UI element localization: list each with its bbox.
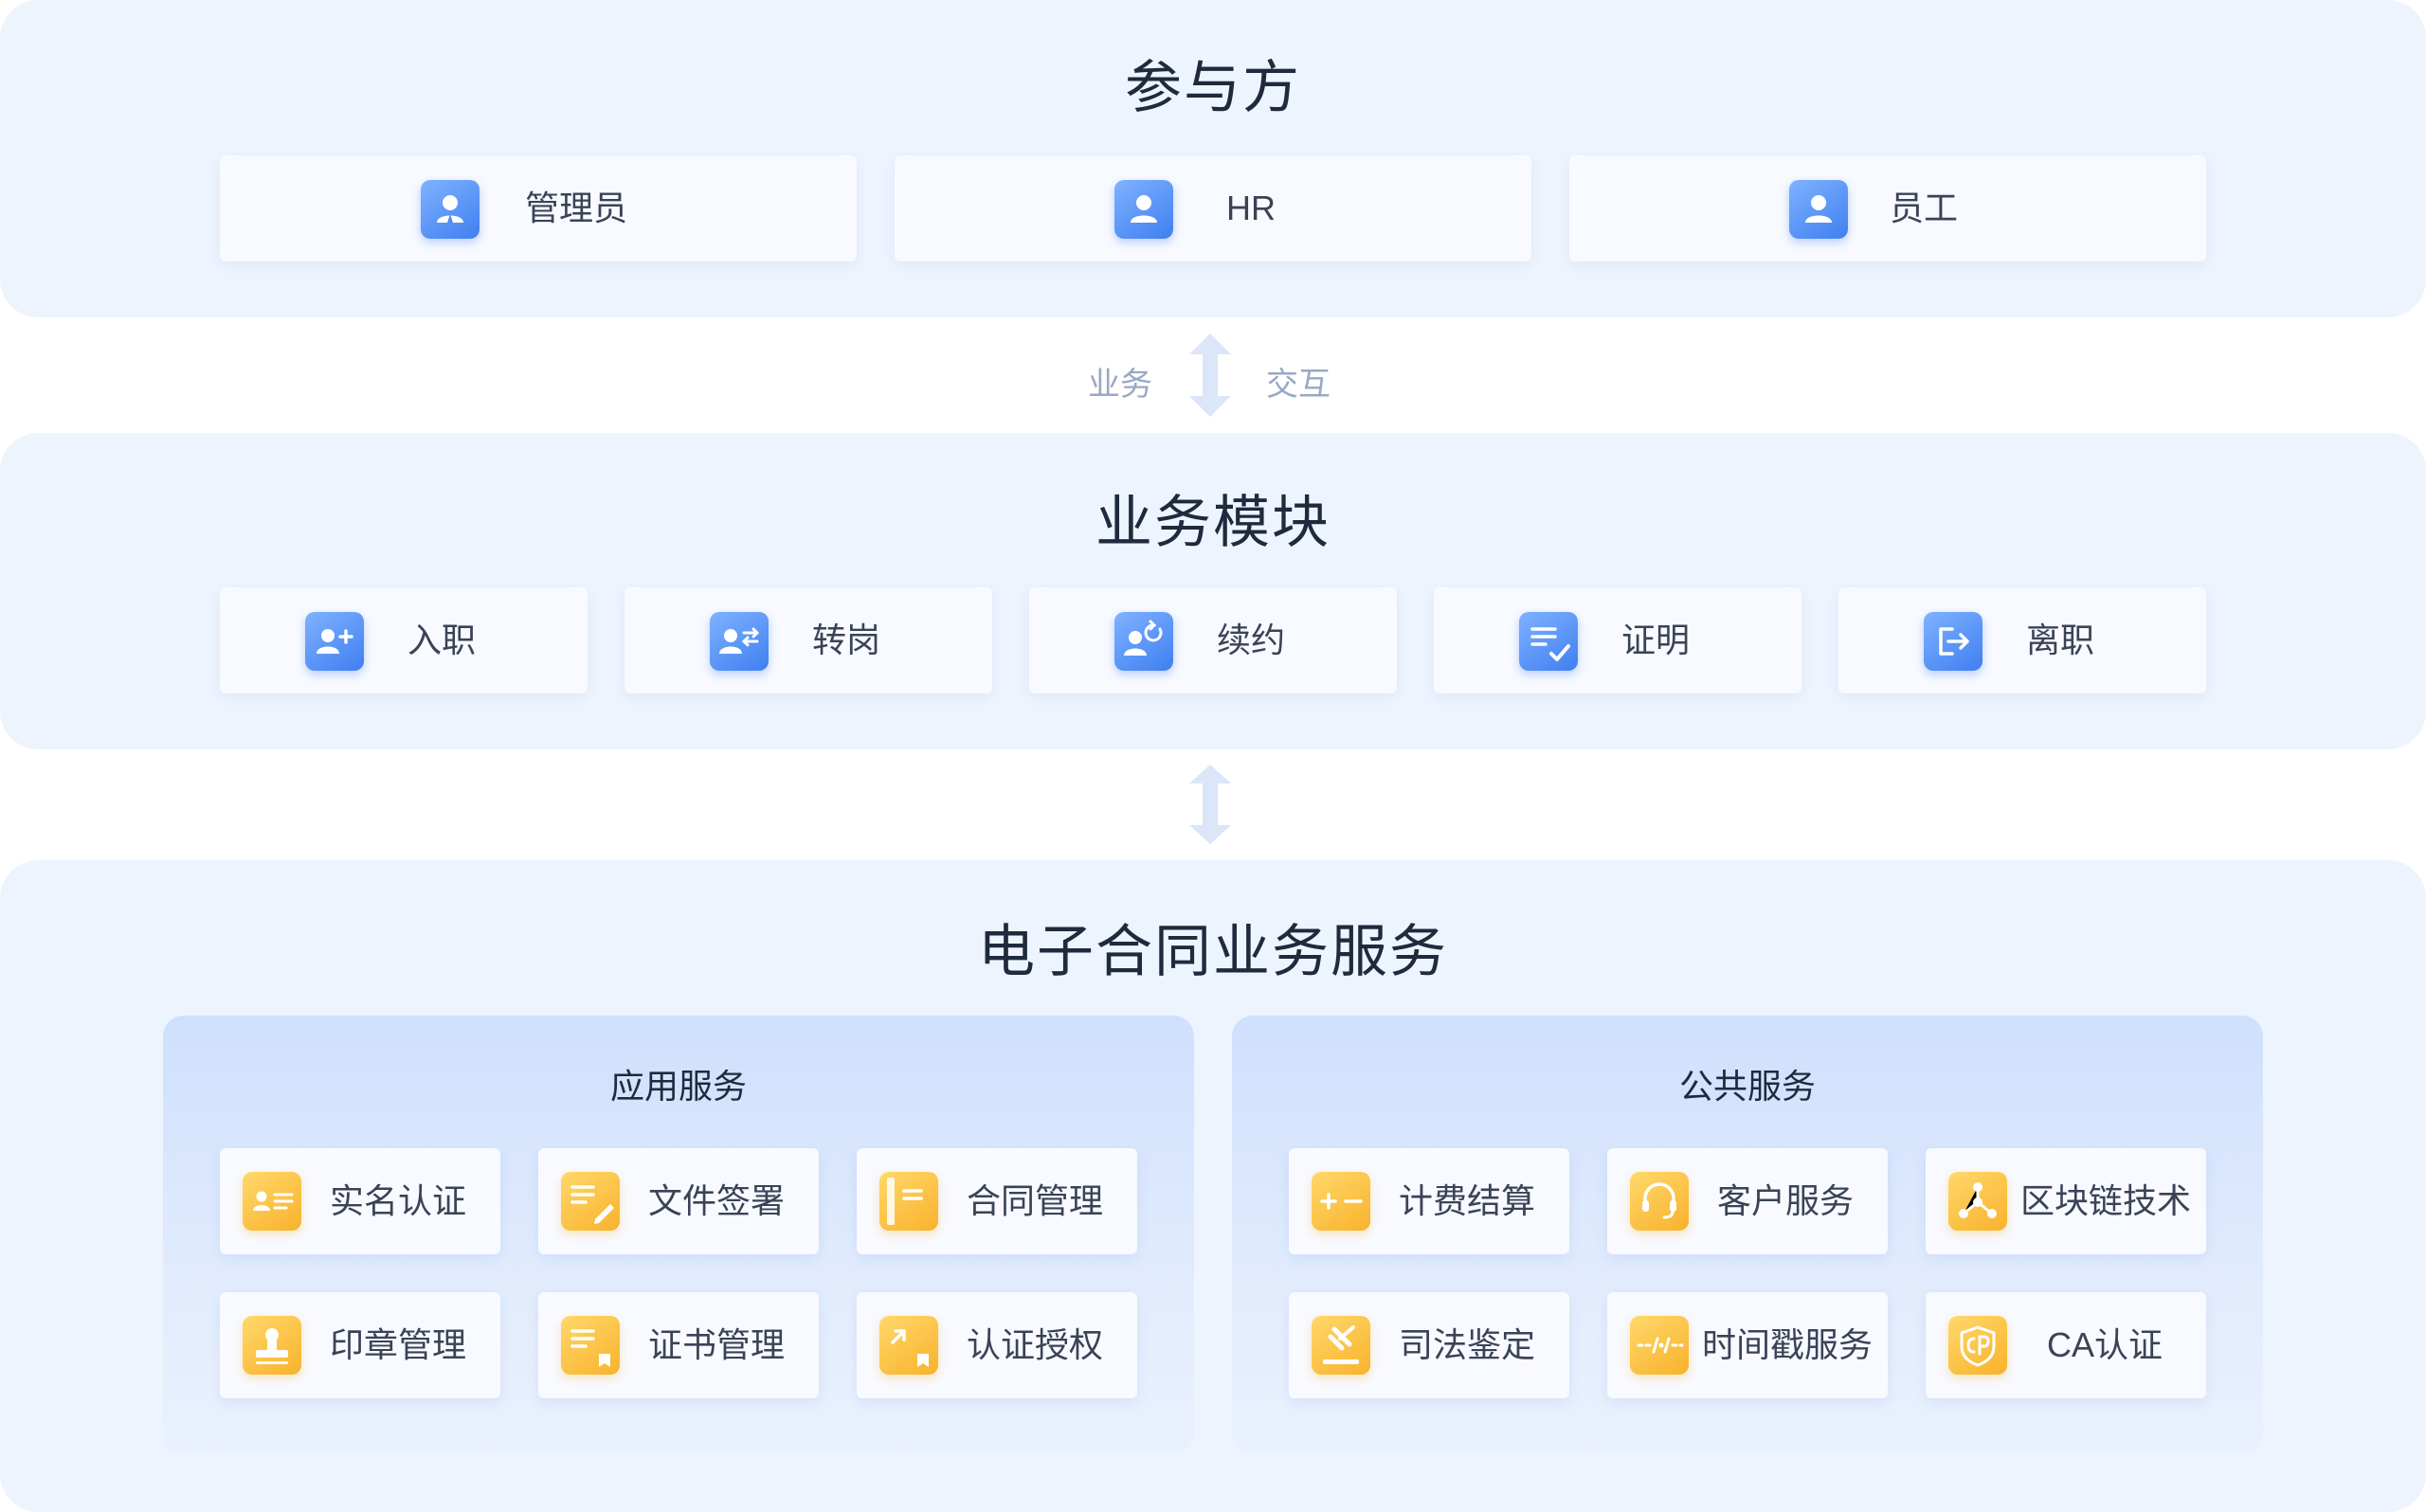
double-arrow-icon [1189,333,1231,417]
service-card-document-sign[interactable]: 文件签署 [538,1148,819,1254]
service-card-contract-management[interactable]: 合同管理 [857,1148,1137,1254]
service-card-real-name-auth[interactable]: 实名认证 [220,1148,500,1254]
participant-label: HR [1226,189,1276,227]
service-label: 区块链技术 [2020,1181,2192,1220]
user-icon [421,180,480,239]
public-services-panel: 公共服务 计费结算 客户服务 区块链技术 司法鉴定 时间戳服务 CA认 [1232,1016,2263,1453]
gavel-icon [1312,1316,1370,1375]
module-label: 入职 [407,621,477,659]
service-label: 实名认证 [330,1181,467,1220]
blockchain-icon [1948,1172,2007,1231]
modules-title: 业务模块 [1095,491,1331,554]
contract-book-icon [879,1172,938,1231]
service-label: 时间戳服务 [1702,1325,1874,1364]
timestamp-icon [1630,1316,1689,1375]
module-card-resignation[interactable]: 离职 [1838,587,2206,693]
service-card-ca-auth[interactable]: CA认证 [1926,1292,2206,1398]
module-card-renewal[interactable]: 续约 [1029,587,1397,693]
module-card-transfer[interactable]: 转岗 [625,587,992,693]
document-check-icon [1519,612,1578,671]
participants-panel: 参与方 管理员 HR 员工 [0,0,2426,317]
user-renew-icon [1114,612,1173,671]
services-title: 电子合同业务服务 [978,920,1448,983]
service-label: 司法鉴定 [1399,1325,1536,1364]
service-card-authorization[interactable]: 认证授权 [857,1292,1137,1398]
connector-left-text: 业务 [1088,367,1152,403]
service-label: 证书管理 [648,1325,786,1364]
participant-card-hr[interactable]: HR [895,155,1531,261]
service-card-customer-service[interactable]: 客户服务 [1607,1148,1888,1254]
service-card-timestamp[interactable]: 时间戳服务 [1607,1292,1888,1398]
user-add-icon [305,612,364,671]
service-card-billing[interactable]: 计费结算 [1289,1148,1569,1254]
participant-card-admin[interactable]: 管理员 [220,155,857,261]
seal-icon [243,1316,301,1375]
id-card-icon [243,1172,301,1231]
exit-icon [1924,612,1982,671]
service-card-certificate-management[interactable]: 证书管理 [538,1292,819,1398]
service-label: 认证授权 [967,1325,1104,1364]
connector-right-text: 交互 [1266,367,1331,403]
public-services-title: 公共服务 [1678,1067,1816,1106]
participant-label: 员工 [1890,189,1959,227]
module-label: 证明 [1621,621,1691,659]
service-label: 计费结算 [1399,1181,1536,1220]
service-card-blockchain[interactable]: 区块链技术 [1926,1148,2206,1254]
module-label: 离职 [2026,621,2095,659]
user-icon [1789,180,1848,239]
authorization-icon [879,1316,938,1375]
service-card-forensic[interactable]: 司法鉴定 [1289,1292,1569,1398]
participant-card-employee[interactable]: 员工 [1569,155,2206,261]
participants-title: 参与方 [1125,56,1301,119]
service-card-seal-management[interactable]: 印章管理 [220,1292,500,1398]
application-services-title: 应用服务 [609,1067,747,1106]
user-transfer-icon [710,612,769,671]
service-label: 合同管理 [967,1181,1104,1220]
plus-minus-icon [1312,1172,1370,1231]
certificate-icon [561,1316,620,1375]
service-label: 文件签署 [648,1181,786,1220]
application-services-panel: 应用服务 实名认证 文件签署 合同管理 印章管理 证书管理 认证授权 [163,1016,1194,1453]
module-card-certificate[interactable]: 证明 [1434,587,1801,693]
service-label: 客户服务 [1717,1181,1855,1220]
participant-label: 管理员 [525,189,628,227]
modules-panel: 业务模块 入职 转岗 续约 证明 离职 [0,433,2426,749]
service-label: CA认证 [2047,1325,2163,1364]
module-card-onboarding[interactable]: 入职 [220,587,588,693]
service-label: 印章管理 [330,1325,467,1364]
user-icon [1114,180,1173,239]
document-sign-icon [561,1172,620,1231]
double-arrow-icon [1189,765,1231,844]
module-label: 转岗 [812,621,881,659]
module-label: 续约 [1217,621,1286,659]
ca-shield-icon [1948,1316,2007,1375]
headset-icon [1630,1172,1689,1231]
